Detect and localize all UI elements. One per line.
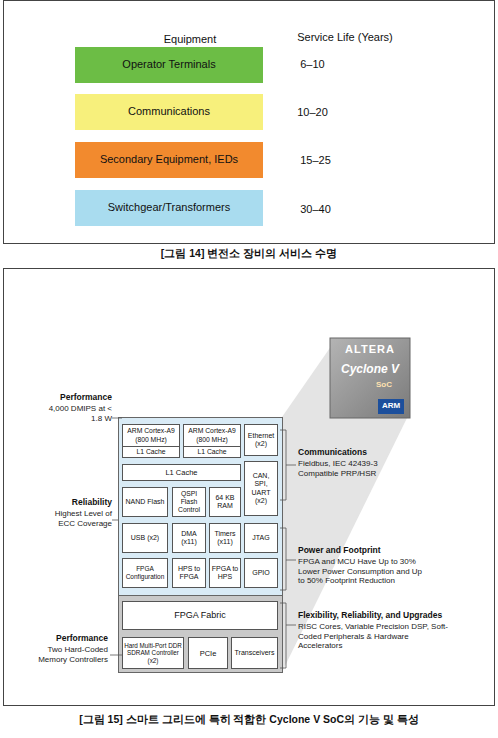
- hard-ip-box: Transceivers: [231, 637, 278, 669]
- leader-line: [110, 655, 122, 656]
- leader-line: [112, 418, 122, 419]
- service-bar: Operator Terminals: [75, 47, 263, 83]
- figure-caption: [그림 15] 스마트 그리드에 특히 적합한 Cyclone V SoC의 기…: [0, 713, 498, 726]
- box-label: NAND Flash: [126, 498, 165, 506]
- box-label: Secondary Equipment, IEDs: [100, 153, 238, 166]
- figure-caption: [그림 14] 변전소 장비의 서비스 수명: [0, 247, 498, 260]
- callout-text: Highest Level of ECC Coverage: [36, 509, 112, 528]
- box-label: 64 KB RAM: [211, 494, 239, 511]
- callout-heading: Communications: [298, 447, 448, 457]
- box-label: DMA (x11): [174, 530, 204, 547]
- callout-heading: Flexibility, Reliability, and Upgrades: [298, 610, 488, 620]
- bridge-box: FPGA to HPS: [209, 558, 241, 588]
- peripheral-box: USB (x2): [122, 523, 168, 553]
- box-label: PCIe: [200, 649, 217, 658]
- box-label: JTAG: [252, 534, 269, 542]
- box-label: USB (x2): [131, 534, 159, 542]
- callout-heading: Power and Footprint: [298, 545, 448, 555]
- box-label: GPIO: [252, 569, 270, 577]
- box-label: CAN, SPI, UART (x2): [246, 472, 276, 506]
- box-label: Communications: [128, 105, 210, 118]
- box-label: Transceivers: [235, 649, 275, 657]
- service-life-value: 6–10: [275, 58, 350, 71]
- leader-bracket: [280, 430, 296, 500]
- bridge-box: HPS to FPGA: [172, 558, 206, 588]
- callout-text: Two Hard-Coded Memory Controllers: [24, 645, 108, 664]
- cache-box: L1 Cache: [122, 464, 241, 481]
- chip-name: Cyclone V: [330, 362, 410, 376]
- cache-label: L1 Cache: [184, 446, 240, 457]
- hps-region: [119, 418, 283, 596]
- box-label: FPGA Configuration: [124, 565, 166, 581]
- cpu-core-box: ARM Cortex-A9 (800 MHz)L1 Cache: [183, 424, 241, 458]
- callout-heading: Reliability: [20, 497, 112, 507]
- cpu-core-box: ARM Cortex-A9 (800 MHz)L1 Cache: [122, 424, 180, 458]
- column-header: Equipment: [145, 33, 235, 46]
- box-label: FPGA to HPS: [211, 565, 239, 582]
- callout-heading: Performance: [20, 392, 112, 402]
- cache-label: L1 Cache: [123, 446, 179, 457]
- box-label: L1 Cache: [165, 468, 197, 477]
- service-bar: Communications: [75, 94, 263, 130]
- column-header: Service Life (Years): [280, 31, 410, 44]
- peripheral-box: JTAG: [244, 523, 278, 553]
- memory-box: NAND Flash: [122, 487, 168, 517]
- cpu-core-label: ARM Cortex-A9 (800 MHz): [184, 425, 240, 446]
- callout-text: RISC Cores, Variable Precision DSP, Soft…: [298, 622, 448, 651]
- box-label: Operator Terminals: [122, 58, 215, 71]
- service-life-value: 15–25: [278, 154, 353, 167]
- fpga-region: [119, 596, 283, 673]
- peripheral-box: DMA (x11): [172, 523, 206, 553]
- callout-text: Fieldbus, IEC 42439-3 Compatible PRP/HSR: [298, 459, 403, 478]
- memory-box: 64 KB RAM: [209, 487, 241, 517]
- figure-frame: [4, 1, 495, 244]
- leader-bracket: [280, 603, 296, 668]
- service-bar: Secondary Equipment, IEDs: [75, 142, 263, 178]
- peripheral-box: CAN, SPI, UART (x2): [244, 461, 278, 516]
- box-label: Hard Multi-Port DDR SDRAM Controller (x2…: [124, 642, 182, 665]
- service-life-value: 30–40: [278, 203, 353, 216]
- hard-ip-box: Hard Multi-Port DDR SDRAM Controller (x2…: [122, 637, 184, 669]
- box-label: QSPI Flash Control: [174, 490, 204, 514]
- callout-text: FPGA and MCU Have Up to 30% Lower Power …: [298, 557, 430, 586]
- callout-heading: Performance: [14, 633, 108, 643]
- leader-line: [112, 520, 118, 521]
- chip-package: [330, 338, 410, 418]
- peripheral-box: GPIO: [244, 558, 278, 588]
- memory-box: QSPI Flash Control: [172, 487, 206, 517]
- box-label: Switchgear/Transformers: [108, 201, 230, 214]
- box-label: Timers (x11): [211, 530, 239, 547]
- peripheral-box: Ethernet (x2): [244, 424, 278, 456]
- bridge-box: FPGA Configuration: [122, 558, 168, 588]
- box-label: FPGA Fabric: [174, 610, 226, 621]
- box-label: Ethernet (x2): [246, 432, 276, 449]
- chip-brand: ALTERA: [330, 343, 410, 356]
- service-life-value: 10–20: [275, 106, 350, 119]
- service-bar: Switchgear/Transformers: [75, 190, 263, 226]
- peripheral-box: Timers (x11): [209, 523, 241, 553]
- fpga-fabric-box: FPGA Fabric: [122, 601, 278, 630]
- figure-frame: [4, 269, 495, 706]
- callout-text: 4,000 DMIPS at < 1.8 W: [42, 404, 112, 423]
- leader-bracket: [280, 528, 296, 590]
- arm-logo: [378, 399, 404, 414]
- hard-ip-box: PCIe: [188, 637, 228, 669]
- chip-name: SoC: [366, 380, 402, 390]
- box-label: HPS to FPGA: [174, 565, 204, 582]
- cpu-core-label: ARM Cortex-A9 (800 MHz): [123, 425, 179, 446]
- arm-logo-text: ARM: [378, 401, 404, 411]
